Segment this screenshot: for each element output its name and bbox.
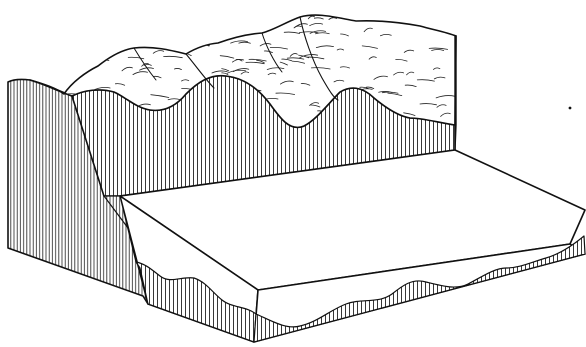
upland-texture-stroke [267,19,278,21]
upland-texture-stroke [80,36,97,39]
upland-texture-stroke [61,53,72,56]
upland-texture-stroke [82,60,99,63]
upland-texture-stroke [63,43,76,44]
upland-texture-stroke [116,48,122,49]
upland-texture-stroke [109,18,116,21]
upland-texture-stroke [230,32,243,34]
upland-texture-stroke [66,52,75,54]
upland-texture-stroke [441,18,448,19]
upland-texture-stroke [60,59,76,60]
upland-texture-stroke [196,25,209,27]
upland-texture-stroke [148,39,164,42]
upland-texture-stroke [48,46,63,49]
stray-speck [569,107,572,110]
upland-texture-stroke [50,33,66,34]
upland-texture-stroke [74,31,82,33]
upland-texture-stroke [206,37,218,40]
upland-texture-stroke [98,48,113,49]
upland-texture-stroke [112,23,131,26]
upland-texture-stroke [439,23,457,26]
upland-texture-stroke [52,74,68,75]
upland-texture-stroke [176,21,183,23]
upland-texture-stroke [160,28,168,31]
upland-texture-stroke [243,22,253,23]
upland-right-end-face [455,36,456,150]
upland-texture-stroke [40,63,52,67]
upland-texture-stroke [188,40,197,43]
upland-texture-stroke [179,26,195,29]
upland-texture-stroke [96,37,108,40]
upland-texture-stroke [89,49,101,51]
upland-texture-stroke [101,34,111,35]
upland-texture-stroke [61,55,73,58]
upland-texture-stroke [69,33,76,34]
upland-texture-stroke [46,41,54,43]
upland-texture-stroke [50,51,64,53]
upland-texture-stroke [86,49,93,50]
upland-texture-stroke [95,19,112,21]
upland-texture-stroke [430,16,440,18]
upland-texture-stroke [212,29,226,30]
upland-texture-stroke [109,18,127,21]
upland-texture-stroke [221,25,241,26]
